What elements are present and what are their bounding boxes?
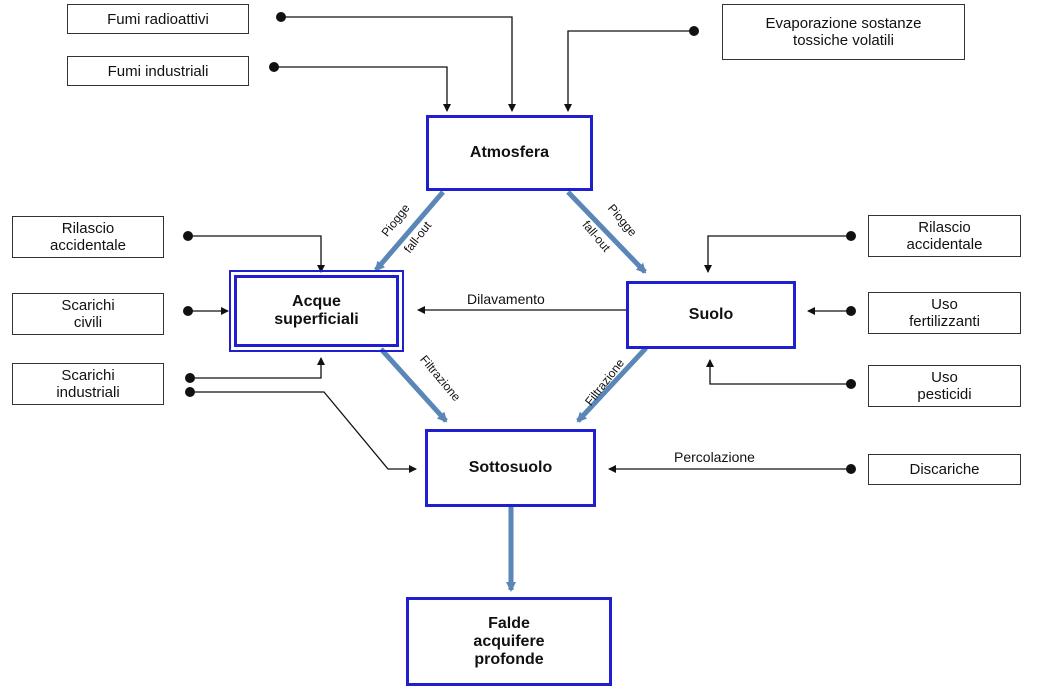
label-dilavamento: Dilavamento bbox=[467, 291, 545, 307]
node-sottosuolo: Sottosuolo bbox=[425, 429, 596, 507]
node-falde-acquifere-profonde: Falde acquifere profonde bbox=[406, 597, 612, 686]
source-rilascio-accidentale-right: Rilascio accidentale bbox=[868, 215, 1021, 257]
line-fumi-industriali bbox=[274, 66, 451, 112]
source-scarichi-industriali: Scarichi industriali bbox=[12, 363, 164, 405]
line-rilascio-right bbox=[704, 235, 851, 273]
source-scarichi-civili: Scarichi civili bbox=[12, 293, 164, 335]
node-atmosfera: Atmosfera bbox=[426, 115, 593, 191]
arrow-atmosfera-suolo bbox=[566, 190, 647, 274]
line-scarichi-industriali-1 bbox=[190, 357, 325, 379]
node-acque-superficiali: Acque superficiali bbox=[229, 270, 404, 352]
source-rilascio-accidentale-left: Rilascio accidentale bbox=[12, 216, 164, 258]
source-dots bbox=[183, 12, 856, 474]
source-uso-pesticidi: Uso pesticidi bbox=[868, 365, 1021, 407]
line-scarichi-industriali-2 bbox=[190, 391, 417, 473]
source-fumi-radioattivi: Fumi radioattivi bbox=[67, 4, 249, 34]
source-evaporazione: Evaporazione sostanze tossiche volatili bbox=[722, 4, 965, 60]
source-discariche: Discariche bbox=[868, 454, 1021, 485]
arrow-suolo-sottosuolo bbox=[576, 346, 648, 423]
line-rilascio-left bbox=[188, 235, 325, 273]
label-percolazione: Percolazione bbox=[674, 449, 755, 465]
line-evaporazione bbox=[564, 30, 694, 112]
source-fumi-industriali: Fumi industriali bbox=[67, 56, 249, 86]
line-fumi-radioattivi bbox=[281, 16, 516, 112]
arrow-acque-sottosuolo bbox=[379, 347, 448, 423]
connector-lines bbox=[188, 16, 851, 473]
arrow-atmosfera-acque bbox=[374, 190, 445, 272]
flow-arrows bbox=[374, 190, 648, 592]
line-uso-pesticidi bbox=[706, 359, 851, 385]
node-suolo: Suolo bbox=[626, 281, 796, 349]
source-uso-fertilizzanti: Uso fertilizzanti bbox=[868, 292, 1021, 334]
